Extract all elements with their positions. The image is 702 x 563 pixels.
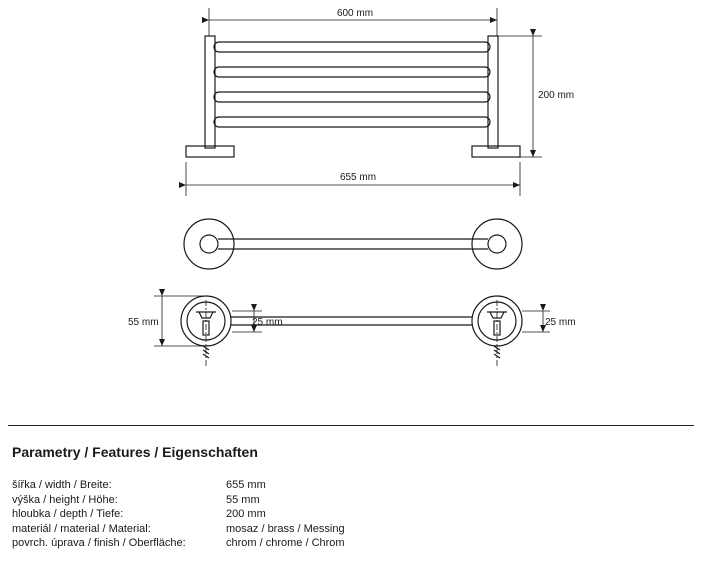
spec-label: materiál / material / Material: [12, 522, 151, 535]
dim-left-offset: 25 mm [252, 317, 283, 328]
spec-label: šířka / width / Breite: [12, 479, 112, 491]
dim-front-height: 200 mm [538, 90, 574, 101]
side-view [180, 295, 523, 359]
spec-value: 55 mm [226, 493, 260, 506]
dim-side-height: 55 mm [128, 317, 159, 328]
spec-row: šířka / width / Breite: 655 mm [12, 478, 432, 493]
spec-value: 200 mm [226, 508, 266, 520]
spec-value: mosaz / brass / Messing [226, 522, 345, 535]
dim-overall-width: 655 mm [340, 172, 376, 183]
spec-label: výška / height / Höhe: [12, 493, 118, 506]
spec-label: hloubka / depth / Tiefe: [12, 508, 124, 520]
spec-row: povrch. úprava / finish / Oberfläche: ch… [12, 536, 432, 551]
specs-table: šířka / width / Breite: 655 mm výška / h… [12, 478, 432, 551]
specs-title: Parametry / Features / Eigenschaften [12, 444, 258, 460]
spec-value: chrom / chrome / Chrom [226, 537, 345, 549]
spec-row: výška / height / Höhe: 55 mm [12, 493, 432, 508]
spec-row: materiál / material / Material: mosaz / … [12, 522, 432, 537]
spec-label: povrch. úprava / finish / Oberfläche: [12, 537, 186, 549]
dim-front-width: 600 mm [337, 8, 373, 19]
dim-right-offset: 25 mm [545, 317, 576, 328]
spec-value: 655 mm [226, 479, 266, 491]
front-view [185, 35, 521, 158]
divider [8, 425, 694, 426]
technical-drawing: 600 mm 200 mm 655 mm 55 [128, 8, 576, 368]
spec-row: hloubka / depth / Tiefe: 200 mm [12, 507, 432, 522]
top-view [183, 218, 523, 270]
